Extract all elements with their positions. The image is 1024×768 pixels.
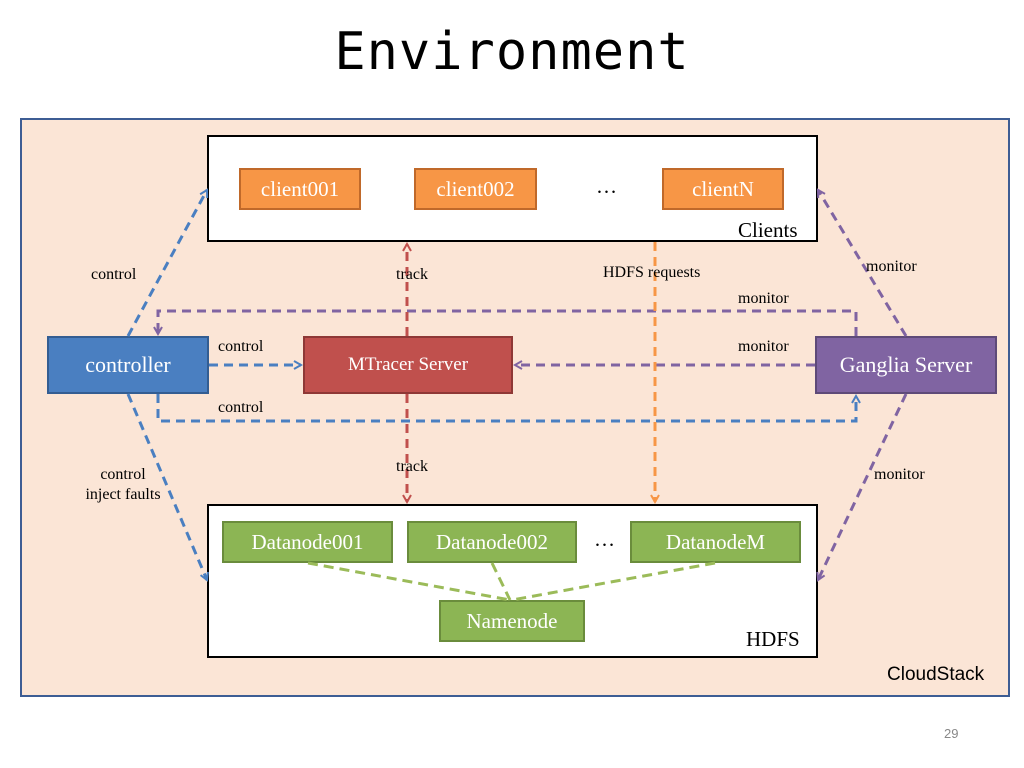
namenode: Namenode [439, 600, 585, 642]
client-node-n: clientN [662, 168, 784, 210]
mtracer-server-node: MTracer Server [303, 336, 513, 394]
label-track-top: track [396, 266, 428, 283]
datanode-m: DatanodeM [630, 521, 801, 563]
arrow-ganglia-to-controller [158, 309, 858, 336]
label-track-bottom: track [396, 458, 428, 475]
label-control-lower-loop: control [218, 399, 264, 416]
page-number: 29 [944, 726, 959, 741]
arrow-controller-to-clients [126, 190, 209, 337]
slide-title: Environment [334, 22, 690, 82]
label-hdfs-requests: HDFS requests [603, 264, 701, 281]
arrow-ganglia-to-clients [816, 190, 908, 337]
clients-group-label: Clients [738, 218, 798, 242]
cloudstack-label: CloudStack [887, 664, 985, 685]
arrow-ganglia-to-hdfs [818, 393, 908, 580]
hdfs-group-label: HDFS [746, 627, 800, 651]
label-monitor-upper-loop: monitor [738, 290, 789, 307]
label-monitor-mid: monitor [738, 338, 789, 355]
arrow-controller-to-ganglia [156, 394, 856, 423]
label-monitor-top-right: monitor [866, 258, 917, 275]
datanode-2: Datanode002 [407, 521, 577, 563]
clients-ellipsis: … [596, 174, 617, 198]
label-control-line: control [100, 466, 146, 483]
label-inject-faults-line: inject faults [85, 486, 161, 503]
client-node-1: client001 [239, 168, 361, 210]
ganglia-server-node: Ganglia Server [815, 336, 997, 394]
label-control-bottom-left: control inject faults [70, 466, 176, 504]
link-datanodem-namenode [511, 561, 716, 602]
link-datanode1-namenode [307, 561, 511, 602]
arrow-controller-to-hdfs [126, 393, 207, 580]
link-datanode2-namenode [490, 562, 512, 601]
label-control-top-left: control [91, 266, 137, 283]
label-control-mid: control [218, 338, 264, 355]
datanode-1: Datanode001 [222, 521, 393, 563]
datanodes-ellipsis: … [594, 527, 615, 551]
label-monitor-bottom-right: monitor [874, 466, 925, 483]
controller-node: controller [47, 336, 209, 394]
client-node-2: client002 [414, 168, 537, 210]
